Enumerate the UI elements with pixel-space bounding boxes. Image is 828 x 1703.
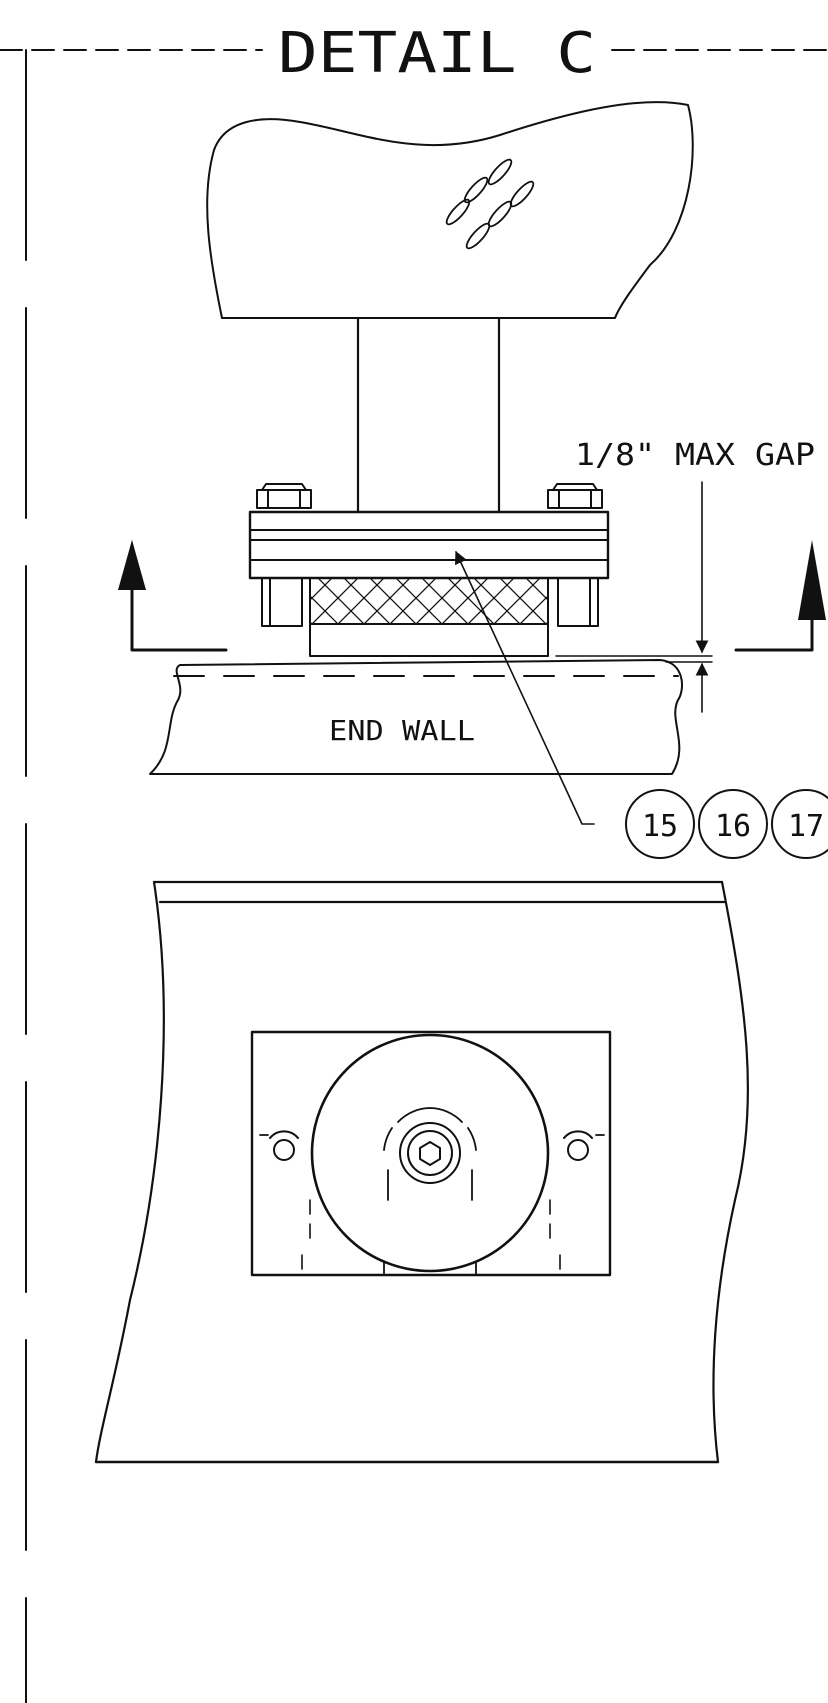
plate-top-view xyxy=(250,1030,612,1277)
bolt-head-right xyxy=(547,483,603,509)
callout-15-label: 15 xyxy=(642,809,678,844)
callout-balloon-15: 15 xyxy=(625,789,695,859)
lower-panel xyxy=(94,880,750,1464)
center-hub-inner xyxy=(407,1130,453,1176)
bolt-shanks xyxy=(261,577,599,627)
callout-16-label: 16 xyxy=(715,809,751,844)
mounting-plate xyxy=(248,510,610,580)
title-block: DETAIL C xyxy=(0,21,828,86)
gap-dimension: 1/8" MAX GAP xyxy=(555,438,815,713)
pad-circle xyxy=(310,1033,550,1273)
mount-hole-right xyxy=(567,1139,589,1161)
end-wall-label: END WALL xyxy=(329,714,475,747)
post xyxy=(356,316,501,514)
section-arrow-left xyxy=(118,540,228,652)
gap-note: 1/8" MAX GAP xyxy=(575,438,815,473)
callout-balloon-17: 17 xyxy=(771,789,828,859)
section-hatch xyxy=(445,158,535,250)
callout-leader xyxy=(455,550,595,825)
section-arrow-right xyxy=(734,540,826,652)
upper-block xyxy=(206,101,694,319)
end-wall: END WALL xyxy=(149,659,683,775)
hex-socket-icon xyxy=(419,1141,441,1166)
bolt-head-left xyxy=(256,483,312,509)
center-hub-outer xyxy=(399,1122,461,1184)
mount-hole-left xyxy=(273,1139,295,1161)
callout-17-label: 17 xyxy=(788,809,824,844)
callout-balloon-16: 16 xyxy=(698,789,768,859)
knurled-pad xyxy=(309,577,549,657)
detail-title: DETAIL C xyxy=(278,21,596,86)
